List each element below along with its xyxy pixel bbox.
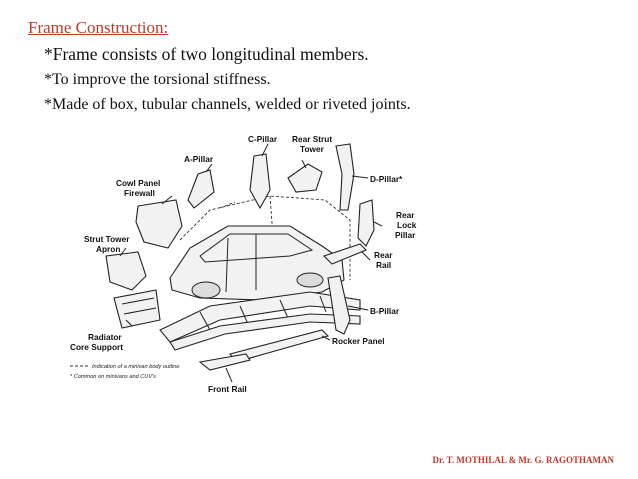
label-cowl-panel: Cowl Panel (116, 178, 160, 188)
radiator-core-grid (121, 297, 157, 315)
leader-line (373, 221, 383, 227)
legend-dash-text: Indication of a minivan body outline (92, 364, 179, 370)
bullet-list: *Frame consists of two longitudinal memb… (44, 42, 411, 117)
rear-strut-tower-part (287, 163, 323, 193)
label-rear-strut-tower: Tower (300, 144, 325, 154)
body-windows (199, 233, 314, 263)
label-radiator: Radiator (88, 332, 122, 342)
label-rear-lock-2: Lock (397, 220, 417, 230)
label-core-support: Core Support (70, 342, 123, 352)
minivan-outline (179, 195, 351, 280)
leader-line (301, 159, 307, 169)
bullet-item: *To improve the torsional stiffness. (44, 71, 271, 88)
label-rear-lock-3: Pillar (395, 230, 416, 240)
chassis-frame (159, 291, 361, 343)
label-rear-strut: Rear Strut (292, 134, 332, 144)
label-apron: Apron (96, 244, 120, 254)
leader-line (321, 335, 331, 341)
leader-line (225, 367, 233, 383)
label-a-pillar: A-Pillar (184, 154, 214, 164)
front-rail-part (198, 353, 251, 371)
bullet-item: *Frame consists of two longitudinal memb… (44, 44, 369, 64)
leader-line (125, 319, 133, 327)
label-b-pillar: B-Pillar (370, 306, 400, 316)
exploded-body-illustration: C-Pillar Rear Strut Tower A-Pillar D-Pil… (70, 134, 417, 394)
label-rocker-panel: Rocker Panel (332, 336, 385, 346)
leader-line (347, 305, 369, 311)
body-structure-diagram: C-Pillar Rear Strut Tower A-Pillar D-Pil… (60, 130, 480, 400)
label-firewall: Firewall (124, 188, 155, 198)
leader-line (161, 195, 173, 205)
rear-wheel-well (296, 272, 324, 288)
leader-line (351, 175, 369, 179)
leader-line (261, 143, 269, 157)
chassis-crossmembers (199, 295, 327, 331)
leader-line (119, 247, 127, 257)
rear-lock-pillar-part (357, 199, 375, 247)
c-pillar-part (249, 153, 271, 210)
leader-line (205, 163, 213, 173)
label-d-pillar: D-Pillar* (370, 174, 403, 184)
bullet-item: *Made of box, tubular channels, welded o… (44, 96, 411, 113)
legend-star-text: * Common on minivans and CUV's (70, 374, 156, 380)
label-strut-tower: Strut Tower (84, 234, 130, 244)
label-rear-rail-1: Rear (374, 250, 393, 260)
cowl-panel-part (135, 199, 183, 249)
label-c-pillar: C-Pillar (248, 134, 278, 144)
body-door-line (225, 234, 257, 293)
slide-footer: Dr. T. MOTHILAL & Mr. G. RAGOTHAMAN (432, 455, 614, 465)
leader-line (361, 251, 371, 261)
label-rear-rail-2: Rail (376, 260, 391, 270)
label-rear-lock-1: Rear (396, 210, 415, 220)
slide-title: Frame Construction: (28, 18, 169, 37)
rear-rail-part (322, 243, 367, 265)
a-pillar-part (187, 169, 215, 209)
front-wheel-well (191, 281, 221, 299)
d-pillar-part (335, 143, 355, 211)
strut-tower-apron-part (105, 251, 147, 291)
label-front-rail: Front Rail (208, 384, 247, 394)
b-pillar-part (327, 275, 351, 335)
